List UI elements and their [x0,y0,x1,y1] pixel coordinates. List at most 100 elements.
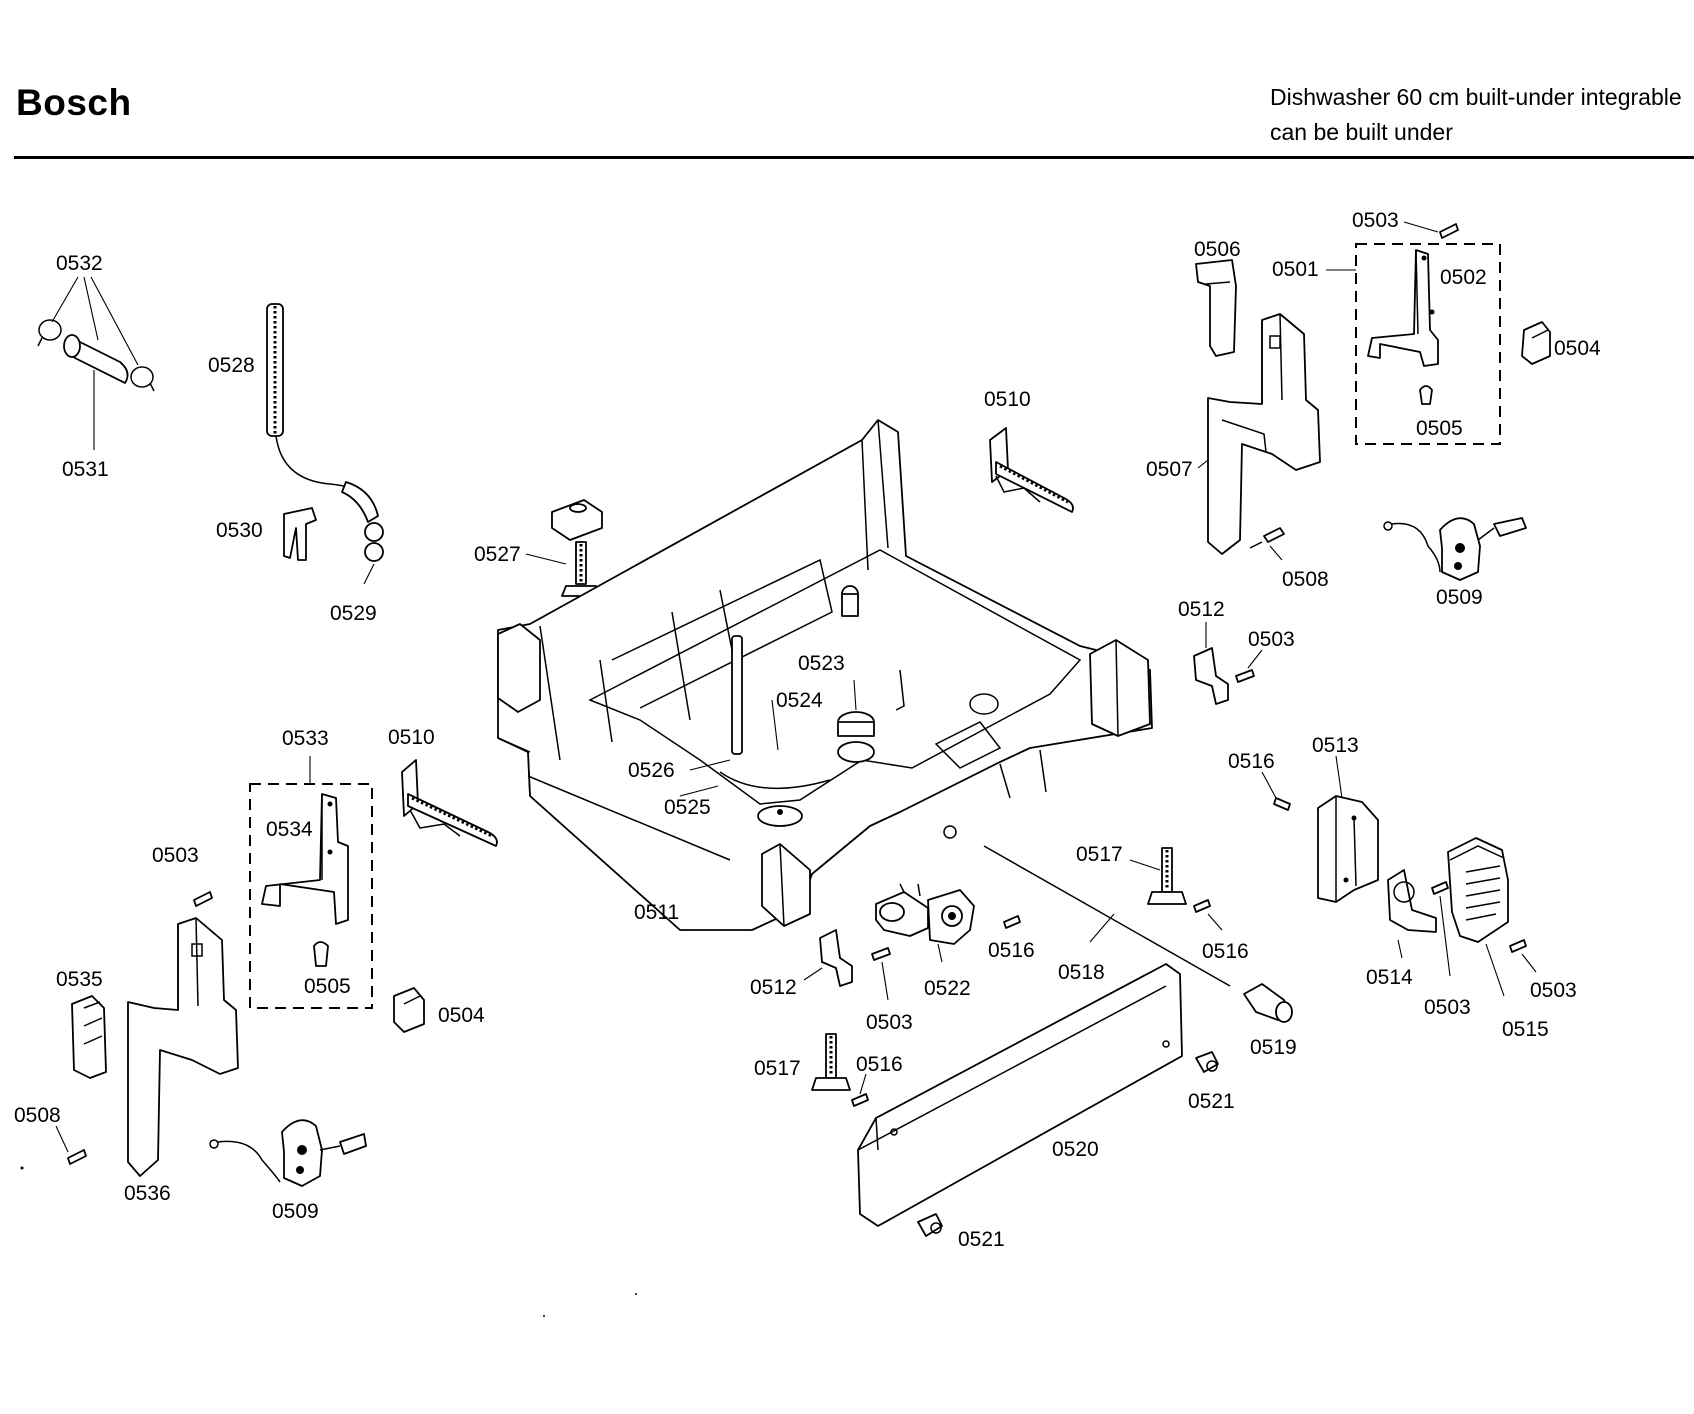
part-screw-0503-top [1439,223,1459,239]
part-hinge-0509-left [209,1119,367,1187]
part-foot-0517-right [1147,847,1187,905]
callout-0503-top: 0503 [1352,209,1399,232]
callout-0524: 0524 [776,689,823,712]
part-door-spring-right [989,427,1074,513]
callout-0504-left: 0504 [438,1004,485,1027]
callout-0510-left: 0510 [388,726,435,749]
callout-0508-right: 0508 [1282,568,1329,591]
part-side-bracket-0506 [1195,259,1237,357]
page-header: Bosch Dishwasher 60 cm built-under integ… [0,0,1694,170]
callout-0513: 0513 [1312,734,1359,757]
callout-0529: 0529 [330,602,377,625]
callout-0518: 0518 [1058,961,1105,984]
model-description: Dishwasher 60 cm built-under integrable [1270,84,1682,110]
part-hinge-0509-right [1383,517,1527,581]
part-end-cap-0504-right [1521,321,1551,365]
callout-0533: 0533 [282,727,329,750]
part-cover-0535 [71,995,107,1079]
callout-0520: 0520 [1052,1138,1099,1161]
callout-0523: 0523 [798,652,845,675]
part-knob-0519 [1243,983,1293,1023]
part-kick-plate-0520 [857,963,1183,1227]
part-valve-0522 [875,883,975,945]
part-housing-0515 [1447,837,1509,943]
part-rod-0518 [983,845,1231,987]
part-screw-0516-a [1003,915,1021,929]
part-door-spring-left [401,759,498,847]
model-installation-note: can be built under [1270,119,1453,145]
callout-0517-right: 0517 [1076,843,1123,866]
callout-0525: 0525 [664,796,711,819]
part-bracket-0512-right [1193,647,1229,705]
part-bracket-0512-front [819,929,853,987]
callout-0531: 0531 [62,458,109,481]
part-clip-0505-right [1419,385,1433,405]
part-screw-0516-d [851,1093,869,1107]
leader-lines-top-left [51,276,139,450]
callout-0516-d: 0516 [856,1053,903,1076]
part-foot-0517-front [811,1033,851,1091]
part-plate-0514 [1387,869,1437,933]
callout-0516-c: 0516 [1228,750,1275,773]
part-screw-0503-left [193,891,213,907]
callout-0503-front: 0503 [866,1011,913,1034]
part-side-panel-0507 [1207,313,1321,555]
callout-0508-left: 0508 [14,1104,61,1127]
callout-0502: 0502 [1440,266,1487,289]
callout-0503-right-a: 0503 [1424,996,1471,1019]
part-screw-0503-right-a [1431,881,1449,895]
callout-0535: 0535 [56,968,103,991]
callout-0516-a: 0516 [988,939,1035,962]
callout-0507: 0507 [1146,458,1193,481]
callout-0503-mid: 0503 [1248,628,1295,651]
callout-0536: 0536 [124,1182,171,1205]
part-hinge-bracket-0502 [1367,249,1439,367]
callout-0503-left: 0503 [152,844,199,867]
callout-0505-left: 0505 [304,975,351,998]
part-screw-0516-b [1193,899,1211,913]
part-hinge-bracket-0534 [261,793,349,925]
callout-0515: 0515 [1502,1018,1549,1041]
part-screw-0508-left [67,1149,87,1165]
callout-0534: 0534 [266,818,313,841]
part-screw-0516-c [1273,797,1291,811]
callout-0532: 0532 [56,252,103,275]
callout-0501: 0501 [1272,258,1319,281]
part-screw-0503-front [871,947,891,961]
part-screw-0521-right [1195,1051,1219,1073]
callout-0517-front: 0517 [754,1057,801,1080]
part-side-panel-0536 [127,917,239,1177]
callout-0521-right: 0521 [1188,1090,1235,1113]
callout-0509-right: 0509 [1436,586,1483,609]
part-spring-hose [266,303,384,562]
callout-0505-right: 0505 [1416,417,1463,440]
callout-0503-right-b: 0503 [1530,979,1577,1002]
callout-0526: 0526 [628,759,675,782]
part-screw-0503-right-b [1509,939,1527,953]
group-box-0533 [249,783,373,1009]
callout-0512-front: 0512 [750,976,797,999]
callout-0509-left: 0509 [272,1200,319,1223]
callout-0511: 0511 [634,901,679,924]
part-adjustable-foot [551,499,603,597]
part-hose-clip [283,507,317,561]
callout-0504-right: 0504 [1554,337,1601,360]
callout-0528: 0528 [208,354,255,377]
part-hose-connector [37,319,155,392]
callout-0506: 0506 [1194,238,1241,261]
callout-0512-right: 0512 [1178,598,1225,621]
part-clip-0505-left [313,941,329,967]
part-screw-0508-right [1249,527,1285,549]
part-screw-0521-front [917,1213,943,1237]
callout-0522: 0522 [924,977,971,1000]
callout-0530: 0530 [216,519,263,542]
callout-0521-front: 0521 [958,1228,1005,1251]
part-cover-0513 [1317,795,1379,903]
callout-0514: 0514 [1366,966,1413,989]
part-base-tray [497,419,1153,931]
brand-name: Bosch [16,82,132,123]
callout-0519: 0519 [1250,1036,1297,1059]
part-end-cap-0504-left [393,987,425,1033]
callout-0510-top: 0510 [984,388,1031,411]
